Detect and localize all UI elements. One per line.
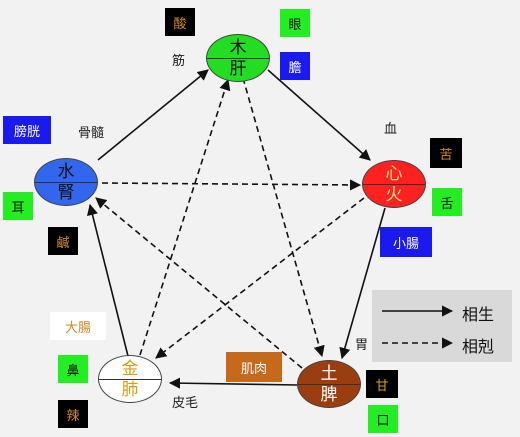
- wood-label: 木: [229, 37, 247, 58]
- wood-organ-tag: 膽: [280, 52, 310, 80]
- earth-taste-tag: 甘: [366, 370, 398, 398]
- water-tissue-label: 骨髓: [78, 126, 105, 141]
- water-organ-tag: 膀胱: [3, 116, 51, 144]
- water-node: 水 腎: [34, 158, 98, 206]
- kidney-label: 腎: [57, 182, 75, 203]
- arrow-metal-to-water: [87, 203, 129, 357]
- fire-organ-tag: 小腸: [380, 227, 432, 257]
- legend-generate-row: 相生: [380, 300, 508, 324]
- water-sense-tag: 耳: [3, 192, 33, 220]
- wood-sense-tag: 眼: [280, 9, 310, 37]
- fire-taste-tag: 苦: [430, 138, 462, 168]
- arrow-fire-to-earth: [339, 207, 386, 360]
- water-taste-tag: 鹹: [48, 227, 78, 255]
- earth-sense-tag: 口: [368, 405, 398, 433]
- wood-taste-tag: 酸: [165, 8, 195, 36]
- spleen-label: 脾: [320, 384, 338, 405]
- legend-restrain-row: 相剋: [380, 332, 508, 356]
- metal-node: 金 肺: [98, 355, 162, 403]
- fire-sense-tag: 舌: [432, 188, 462, 216]
- heart-label: 心: [385, 163, 403, 184]
- lung-label: 肺: [121, 379, 139, 400]
- metal-organ-tag: 大腸: [50, 312, 106, 340]
- metal-tissue-label: 皮毛: [172, 396, 199, 411]
- arrow-water-to-fire: [101, 179, 362, 191]
- legend: 相生 相剋: [372, 290, 512, 362]
- arrow-earth-to-water: [95, 197, 303, 369]
- earth-organ-label: 胃: [355, 338, 369, 353]
- fire-tissue-label: 血: [384, 122, 398, 137]
- fire-node: 心 火: [362, 160, 426, 208]
- arrow-fire-to-metal: [155, 197, 365, 359]
- liver-label: 肝: [229, 58, 247, 79]
- arrow-wood-to-fire: [267, 69, 371, 161]
- earth-tissue-tag: 肌肉: [226, 352, 282, 382]
- dashed-arrow-icon: [382, 337, 454, 349]
- arrow-water-to-wood: [97, 69, 209, 161]
- arrow-metal-to-wood: [139, 78, 231, 356]
- solid-arrow-icon: [382, 305, 454, 317]
- metal-sense-tag: 鼻: [58, 355, 88, 383]
- metal-label: 金: [121, 358, 139, 379]
- earth-node: 土 脾: [297, 360, 361, 408]
- earth-label: 土: [320, 363, 338, 384]
- legend-restrain-label: 相剋: [462, 337, 495, 356]
- wood-node: 木 肝: [206, 34, 270, 82]
- fire-label: 火: [385, 184, 403, 205]
- arrow-earth-to-metal: [168, 377, 299, 389]
- wood-tissue-label: 筋: [172, 54, 186, 69]
- metal-taste-tag: 辣: [58, 400, 88, 428]
- legend-generate-label: 相生: [462, 305, 495, 324]
- water-label: 水: [57, 161, 75, 182]
- arrow-wood-to-earth: [242, 77, 325, 358]
